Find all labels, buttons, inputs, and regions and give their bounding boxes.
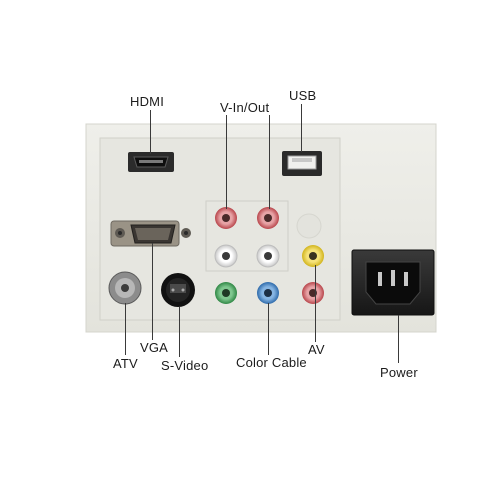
rca-jack-blue [257,282,279,304]
usb-port [282,151,322,176]
hdmi-port [128,152,174,172]
rca-group-frame [205,200,289,272]
panel-screw-hole [296,213,322,239]
rca-jack-red-top-left [215,207,237,229]
v-in-out-leader-line-right [269,115,270,209]
power-inlet [351,249,435,316]
usb-leader-line [301,104,302,152]
rca-jack-red-bottom [302,282,324,304]
av-leader-line [315,265,316,342]
usb-label: USB [289,88,317,103]
hdmi-leader-line [150,110,151,154]
rca-jack-green [215,282,237,304]
s-video-leader-line [179,307,180,357]
s-video-label: S-Video [161,358,209,373]
color-cable-label: Color Cable [236,355,307,370]
rca-jack-white-left [214,244,238,268]
v-in-out-label: V-In/Out [220,100,270,115]
vga-label: VGA [140,340,169,355]
hdmi-label: HDMI [130,94,165,109]
vga-leader-line [152,243,153,340]
atv-leader-line [125,303,126,355]
s-video-port [161,273,195,307]
atv-coax-port [108,271,142,305]
rca-jack-yellow [302,245,324,267]
atv-label: ATV [113,356,138,371]
color-cable-leader-line [268,303,269,355]
rca-jack-white-right [256,244,280,268]
vga-port [110,220,191,247]
av-label: AV [308,342,325,357]
rca-jack-red-top-right [257,207,279,229]
v-in-out-leader-line-left [226,115,227,209]
power-leader-line [398,315,399,363]
power-label: Power [380,365,418,380]
